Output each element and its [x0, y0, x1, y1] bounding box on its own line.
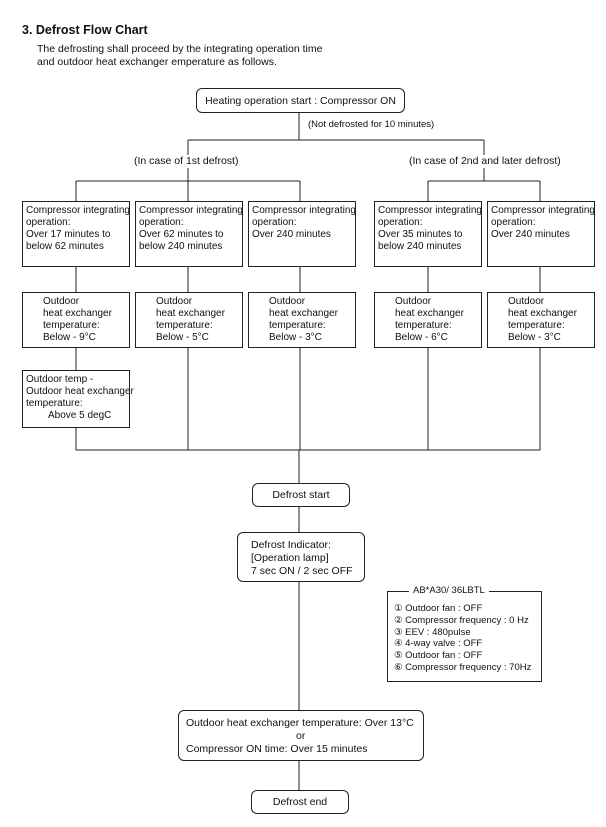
end-condition-line: Outdoor heat exchanger temperature: Over…	[186, 717, 414, 729]
temperature-line: Outdoor	[156, 296, 193, 307]
temperature-line: heat exchanger	[269, 308, 338, 319]
list-item: ① Outdoor fan : OFF	[394, 603, 483, 614]
model-spec-panel: AB*A30/ 36LBTL ① Outdoor fan : OFF ② Com…	[387, 585, 542, 682]
condition-line: below 240 minutes	[378, 241, 462, 252]
temperature-box-1: Outdoor heat exchanger temperature: Belo…	[22, 292, 130, 348]
condition-line: below 240 minutes	[139, 241, 223, 252]
model-spec-list: ① Outdoor fan : OFF ② Compressor frequen…	[394, 603, 531, 674]
list-item: ④ 4-way valve : OFF	[394, 638, 483, 650]
end-condition-line: Compressor ON time: Over 15 minutes	[186, 743, 368, 755]
temperature-line: Outdoor	[508, 296, 545, 307]
condition-box-5: Compressor integrating operation: Over 2…	[487, 201, 595, 267]
heating-start-box: Heating operation start : Compressor ON	[196, 88, 405, 113]
defrost-end-condition-box: Outdoor heat exchanger temperature: Over…	[178, 710, 424, 761]
later-defrost-label: (In case of 2nd and later defrost)	[409, 155, 561, 167]
temperature-line: heat exchanger	[43, 308, 112, 319]
intro-line: and outdoor heat exchanger emperature as…	[37, 56, 277, 68]
condition-line: Compressor integrating	[252, 205, 356, 216]
temperature-line: temperature:	[269, 320, 326, 331]
temperature-line: temperature:	[43, 320, 100, 331]
temperature-line: Below - 6°C	[395, 332, 448, 343]
first-defrost-label: (In case of 1st defrost)	[134, 155, 239, 167]
special-line: Above 5 degC	[48, 410, 112, 421]
condition-line: Compressor integrating	[26, 205, 130, 216]
condition-line: operation:	[139, 217, 184, 228]
indicator-line: 7 sec ON / 2 sec OFF	[251, 565, 353, 577]
condition-line: operation:	[26, 217, 71, 228]
temperature-line: Below - 5°C	[156, 332, 209, 343]
special-line: Outdoor heat exchanger	[26, 386, 134, 397]
defrost-end-box: Defrost end	[251, 790, 349, 814]
intro-line: The defrosting shall proceed by the inte…	[37, 43, 323, 55]
temperature-line: temperature:	[156, 320, 213, 331]
temperature-line: Outdoor	[395, 296, 432, 307]
page-title: 3. Defrost Flow Chart	[22, 23, 148, 37]
condition-line: Over 240 minutes	[252, 229, 331, 240]
temperature-line: Below - 3°C	[269, 332, 322, 343]
condition-line: Over 62 minutes to	[139, 229, 224, 240]
condition-line: Compressor integrating	[491, 205, 595, 216]
temperature-box-3: Outdoor heat exchanger temperature: Belo…	[248, 292, 356, 348]
list-item: ③ EEV : 480pulse	[394, 626, 471, 638]
special-line: Outdoor temp -	[26, 374, 94, 385]
condition-box-4: Compressor integrating operation: Over 3…	[374, 201, 482, 267]
temperature-line: Outdoor	[269, 296, 306, 307]
intro-text: The defrosting shall proceed by the inte…	[37, 43, 322, 69]
condition-line: Over 35 minutes to	[378, 229, 463, 240]
temperature-line: Below - 3°C	[508, 332, 561, 343]
special-line: temperature:	[26, 398, 83, 409]
condition-line: Compressor integrating	[139, 205, 243, 216]
temperature-box-2: Outdoor heat exchanger temperature: Belo…	[135, 292, 243, 348]
indicator-line: [Operation lamp]	[251, 552, 329, 564]
temperature-line: temperature:	[508, 320, 565, 331]
end-condition-line: or	[296, 730, 306, 742]
indicator-line: Defrost Indicator:	[251, 539, 331, 551]
temperature-line: Outdoor	[43, 296, 80, 307]
defrost-start-box: Defrost start	[252, 483, 350, 507]
condition-line: below 62 minutes	[26, 241, 104, 252]
list-item: ⑤ Outdoor fan : OFF	[394, 650, 483, 662]
temperature-line: heat exchanger	[395, 308, 464, 319]
temp-difference-box: Outdoor temp - Outdoor heat exchanger te…	[22, 370, 134, 428]
list-item: ② Compressor frequency : 0 Hz	[394, 614, 529, 626]
condition-box-2: Compressor integrating operation: Over 6…	[135, 201, 243, 267]
temperature-box-4: Outdoor heat exchanger temperature: Belo…	[374, 292, 482, 348]
model-title: AB*A30/ 36LBTL	[409, 585, 489, 596]
condition-line: operation:	[378, 217, 423, 228]
condition-line: Compressor integrating	[378, 205, 482, 216]
temperature-line: Below - 9°C	[43, 332, 96, 343]
condition-box-1: Compressor integrating operation: Over 1…	[22, 201, 130, 267]
temperature-line: temperature:	[395, 320, 452, 331]
condition-box-3: Compressor integrating operation: Over 2…	[248, 201, 356, 267]
temperature-box-5: Outdoor heat exchanger temperature: Belo…	[487, 292, 595, 348]
condition-line: operation:	[491, 217, 536, 228]
condition-line: operation:	[252, 217, 297, 228]
not-defrosted-label: (Not defrosted for 10 minutes)	[308, 119, 435, 130]
condition-line: Over 240 minutes	[491, 229, 570, 240]
list-item: ⑥ Compressor frequency : 70Hz	[394, 661, 532, 673]
defrost-indicator-box: Defrost Indicator: [Operation lamp] 7 se…	[237, 532, 365, 582]
temperature-line: heat exchanger	[508, 308, 577, 319]
temperature-line: heat exchanger	[156, 308, 225, 319]
condition-line: Over 17 minutes to	[26, 229, 111, 240]
